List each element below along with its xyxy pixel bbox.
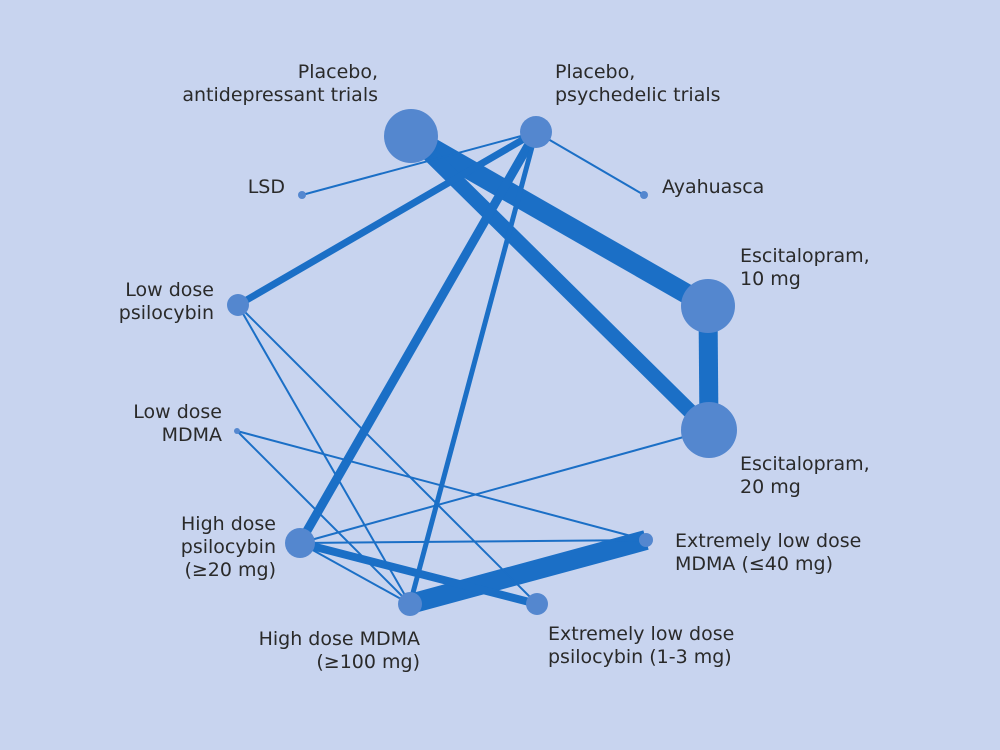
node-esc20 — [681, 402, 737, 458]
label-line: Escitalopram, — [740, 453, 870, 475]
label-line: High dose MDMA — [259, 628, 420, 650]
edges-layer — [236, 127, 719, 614]
label-line: Low dose — [133, 401, 222, 423]
label-line: LSD — [248, 176, 285, 198]
label-ayahuasca: Ayahuasca — [662, 176, 764, 198]
edge-placebo_psy-high_mdma — [407, 131, 539, 605]
label-line: psilocybin — [119, 302, 214, 324]
edge-high_mdma-high_psilo — [299, 542, 411, 605]
edge-placebo_psy-low_psilo — [236, 128, 538, 309]
edge-placebo_ad-esc20 — [405, 130, 715, 436]
label-esc10: Escitalopram,10 mg — [740, 245, 870, 290]
node-lsd — [298, 191, 306, 199]
label-line: Ayahuasca — [662, 176, 764, 198]
edge-low_psilo-xlow_psilo — [237, 304, 538, 605]
label-line: Placebo, — [298, 61, 378, 83]
label-line: antidepressant trials — [182, 84, 378, 106]
node-low_psilo — [227, 294, 249, 316]
label-placebo_ad: Placebo,antidepressant trials — [182, 61, 378, 106]
label-line: Escitalopram, — [740, 245, 870, 267]
node-placebo_ad — [384, 109, 438, 163]
node-xlow_psilo — [526, 593, 548, 615]
node-placebo_psy — [520, 116, 552, 148]
label-line: 10 mg — [740, 268, 801, 290]
edge-placebo_psy-ayahuasca — [535, 131, 645, 196]
node-ayahuasca — [640, 191, 648, 199]
label-placebo_psy: Placebo,psychedelic trials — [555, 61, 721, 106]
node-xlow_mdma — [639, 533, 653, 547]
label-line: psilocybin — [181, 536, 276, 558]
node-high_psilo — [285, 528, 315, 558]
node-low_mdma — [234, 428, 240, 434]
label-line: Placebo, — [555, 61, 635, 83]
label-line: MDMA — [162, 424, 222, 446]
label-line: High dose — [181, 513, 276, 535]
edge-placebo_psy-high_psilo — [296, 129, 540, 546]
label-line: psychedelic trials — [555, 84, 721, 106]
label-line: Low dose — [125, 279, 214, 301]
label-lsd: LSD — [248, 176, 285, 198]
label-line: Extremely low dose — [548, 623, 734, 645]
label-line: (≥100 mg) — [316, 651, 420, 673]
nodes-layer — [227, 109, 737, 616]
label-line: 20 mg — [740, 476, 801, 498]
edge-high_psilo-esc20 — [299, 429, 710, 544]
edge-high_psilo-xlow_psilo — [299, 539, 538, 608]
node-esc10 — [681, 279, 735, 333]
edge-high_mdma-xlow_mdma — [407, 530, 649, 614]
label-line: MDMA (≤40 mg) — [675, 553, 833, 575]
label-line: psilocybin (1-3 mg) — [548, 646, 732, 668]
edge-placebo_psy-lsd — [301, 131, 537, 196]
edge-placebo_ad-esc10 — [406, 127, 713, 315]
edge-high_psilo-xlow_mdma — [299, 539, 647, 544]
label-esc20: Escitalopram,20 mg — [740, 453, 870, 498]
node-high_mdma — [398, 592, 422, 616]
labels-layer: Placebo,antidepressant trialsPlacebo,psy… — [119, 61, 870, 673]
label-line: Extremely low dose — [675, 530, 861, 552]
edge-low_mdma-xlow_mdma — [236, 430, 647, 541]
label-line: (≥20 mg) — [184, 559, 276, 581]
label-high_mdma: High dose MDMA(≥100 mg) — [259, 628, 420, 673]
edge-low_mdma-high_mdma — [236, 430, 411, 605]
